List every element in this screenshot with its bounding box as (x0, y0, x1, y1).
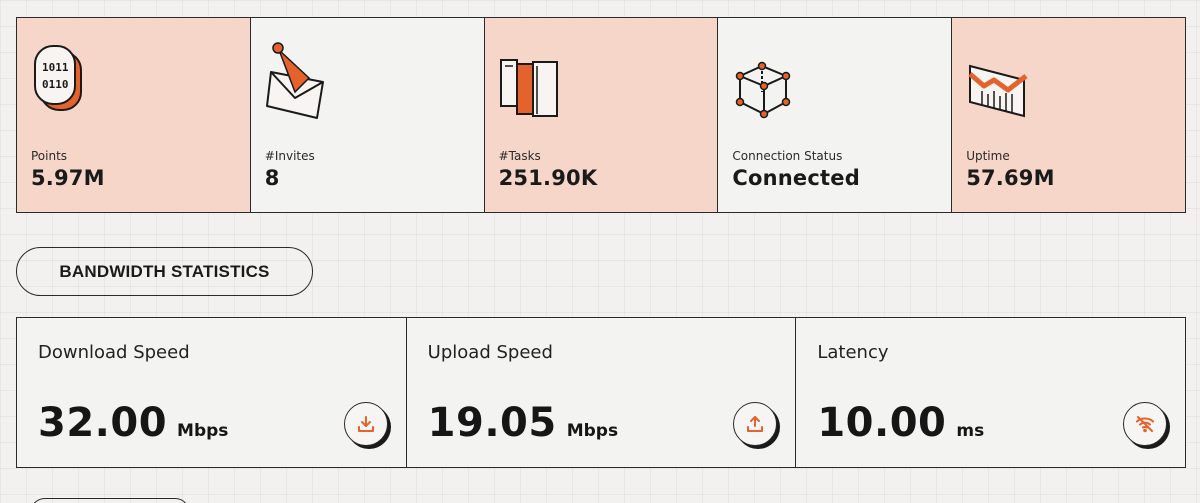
value-number: 10.00 (817, 400, 947, 446)
card-title: Latency (817, 342, 889, 363)
stat-label: Points (31, 149, 68, 163)
download-button[interactable] (343, 402, 388, 446)
next-section-tab[interactable] (30, 498, 190, 503)
trend-chart-icon (968, 64, 1028, 118)
bandwidth-card-upload: Upload Speed 19.05 Mbps (406, 318, 797, 467)
stat-card-invites: #Invites 8 (250, 18, 485, 212)
value-unit: Mbps (566, 421, 619, 441)
bandwidth-row: Download Speed 32.00 Mbps Upload Speed 1… (16, 317, 1186, 468)
card-value: 10.00 ms (817, 400, 984, 446)
value-unit: ms (956, 421, 985, 441)
download-icon (357, 416, 374, 432)
stat-value: Connected (732, 166, 860, 190)
cube-network-icon (736, 61, 791, 119)
upload-icon (747, 416, 764, 432)
bandwidth-statistics-tab[interactable]: BANDWIDTH STATISTICS (16, 247, 313, 296)
stat-label: #Tasks (498, 149, 541, 163)
envelope-icon (265, 42, 324, 119)
stat-value: 5.97M (31, 166, 105, 190)
bandwidth-card-latency: Latency 10.00 ms (796, 318, 1186, 467)
card-title: Upload Speed (427, 342, 553, 363)
value-number: 19.05 (427, 400, 557, 446)
stat-value: 57.69M (966, 166, 1055, 190)
svg-text:0110: 0110 (42, 78, 69, 91)
upload-button[interactable] (733, 402, 778, 446)
svg-text:1011: 1011 (42, 61, 69, 74)
value-number: 32.00 (38, 400, 168, 446)
stat-label: #Invites (264, 149, 315, 163)
stat-label: Uptime (966, 149, 1010, 163)
stat-value: 251.90K (498, 166, 598, 190)
latency-button[interactable] (1123, 402, 1168, 446)
card-title: Download Speed (38, 342, 190, 363)
stat-value: 8 (264, 166, 280, 190)
value-unit: Mbps (177, 421, 229, 441)
wifi-off-icon (1136, 416, 1155, 433)
books-icon (499, 59, 558, 117)
card-value: 32.00 Mbps (38, 400, 228, 446)
stat-label: Connection Status (732, 149, 843, 163)
stat-card-tasks: #Tasks 251.90K (484, 18, 719, 212)
binary-chip-icon: 1011 0110 (34, 45, 82, 111)
stat-card-points: 1011 0110 Points 5.97M (17, 18, 251, 212)
stat-card-connection: Connection Status Connected (718, 18, 953, 212)
card-value: 19.05 Mbps (428, 400, 618, 446)
stat-card-uptime: Uptime 57.69M (952, 18, 1185, 212)
bandwidth-card-download: Download Speed 32.00 Mbps (17, 318, 407, 467)
stats-row: 1011 0110 Points 5.97M #Invites 8 #Tasks… (16, 17, 1186, 213)
